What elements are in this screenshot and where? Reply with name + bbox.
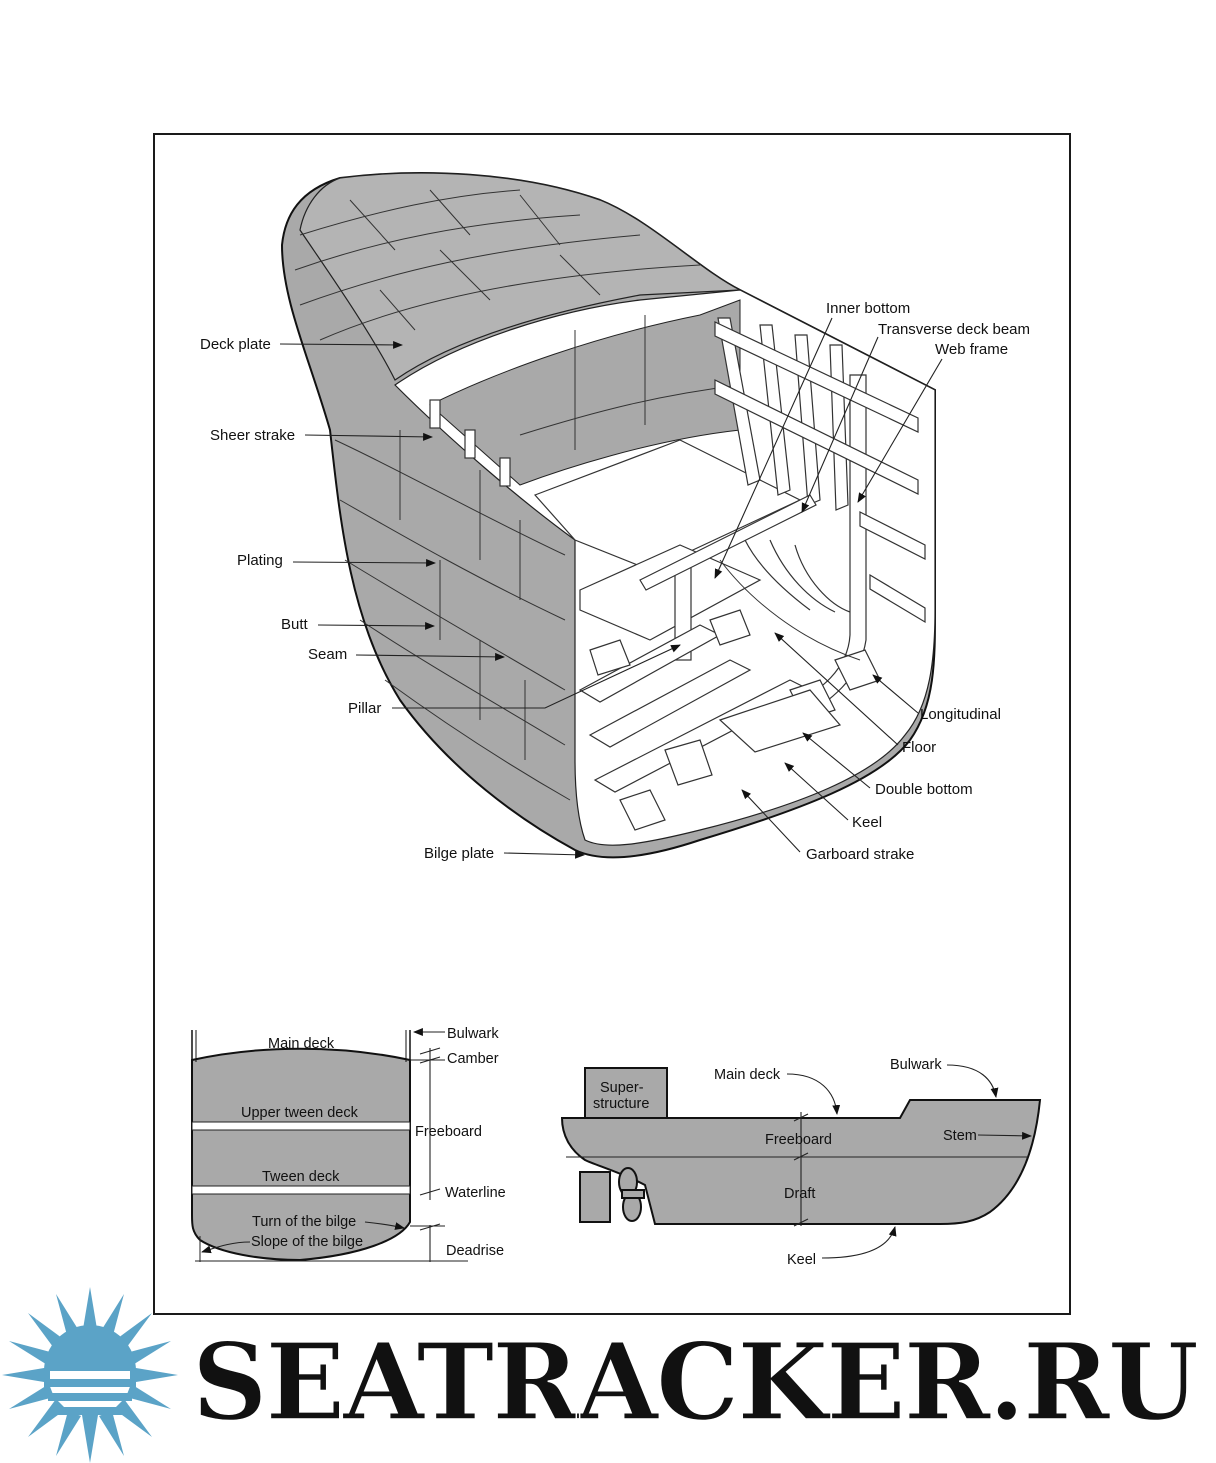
label-turn-of-bilge: Turn of the bilge	[252, 1214, 356, 1230]
label-waterline: Waterline	[445, 1185, 506, 1201]
label-camber: Camber	[447, 1051, 499, 1067]
rudder	[579, 1171, 611, 1223]
label-slope-of-bilge: Slope of the bilge	[251, 1234, 363, 1250]
label-deck-plate: Deck plate	[200, 336, 271, 353]
label-superstructure-line2: structure	[593, 1096, 649, 1112]
label-butt: Butt	[281, 616, 309, 633]
superstructure	[584, 1067, 668, 1119]
label-freeboard: Freeboard	[415, 1124, 482, 1140]
label-bulwark: Bulwark	[447, 1026, 499, 1042]
label-profile-keel: Keel	[787, 1252, 816, 1268]
sun-icon	[2, 1287, 178, 1463]
cross-section-hull	[191, 1047, 411, 1262]
label-longitudinal: Longitudinal	[920, 706, 1001, 723]
label-pillar: Pillar	[348, 700, 381, 717]
deck-plate-surface	[299, 172, 743, 381]
label-profile-main-deck: Main deck	[714, 1067, 781, 1083]
cross-section-diagram: Main deck Upper tween deck Tween deck Tu…	[191, 1026, 506, 1262]
label-double-bottom: Double bottom	[875, 781, 973, 798]
label-seam: Seam	[308, 646, 347, 663]
label-plating: Plating	[237, 552, 283, 569]
keel-plate	[718, 689, 842, 753]
side-plating-seams	[334, 430, 571, 801]
watermark: SEATRACKER.RU	[2, 1287, 1200, 1463]
label-profile-bulwark: Bulwark	[890, 1057, 942, 1073]
label-profile-freeboard: Freeboard	[765, 1132, 832, 1148]
label-transverse-deck-beam: Transverse deck beam	[878, 321, 1030, 338]
label-upper-tween-deck: Upper tween deck	[241, 1105, 359, 1121]
label-main-deck: Main deck	[268, 1036, 335, 1052]
ship-profile-diagram: Super- structure Main deck Bulwark Freeb…	[560, 1057, 1042, 1268]
label-web-frame: Web frame	[935, 341, 1008, 358]
right-labels: Inner bottom Transverse deck beam Web fr…	[714, 300, 1030, 863]
label-floor: Floor	[902, 739, 936, 756]
label-sheer-strake: Sheer strake	[210, 427, 295, 444]
tween-deck-platform	[533, 439, 802, 571]
deck-plate-seams	[294, 189, 701, 341]
label-inner-bottom: Inner bottom	[826, 300, 910, 317]
transverse-deck-beam	[639, 494, 817, 591]
label-deadrise: Deadrise	[446, 1243, 504, 1259]
label-tween-deck: Tween deck	[262, 1169, 340, 1185]
label-stem: Stem	[943, 1128, 977, 1144]
hull-section-illustration	[280, 172, 936, 859]
label-bilge-plate: Bilge plate	[424, 845, 494, 862]
label-superstructure-line1: Super-	[600, 1080, 644, 1096]
left-labels: Deck plate Sheer strake Plating Butt Sea…	[200, 336, 681, 862]
watermark-text: SEATRACKER.RU	[192, 1319, 1198, 1444]
label-keel: Keel	[852, 814, 882, 831]
label-garboard-strake: Garboard strake	[806, 846, 914, 863]
longitudinals-right-wall	[714, 321, 926, 624]
label-draft: Draft	[784, 1186, 815, 1202]
